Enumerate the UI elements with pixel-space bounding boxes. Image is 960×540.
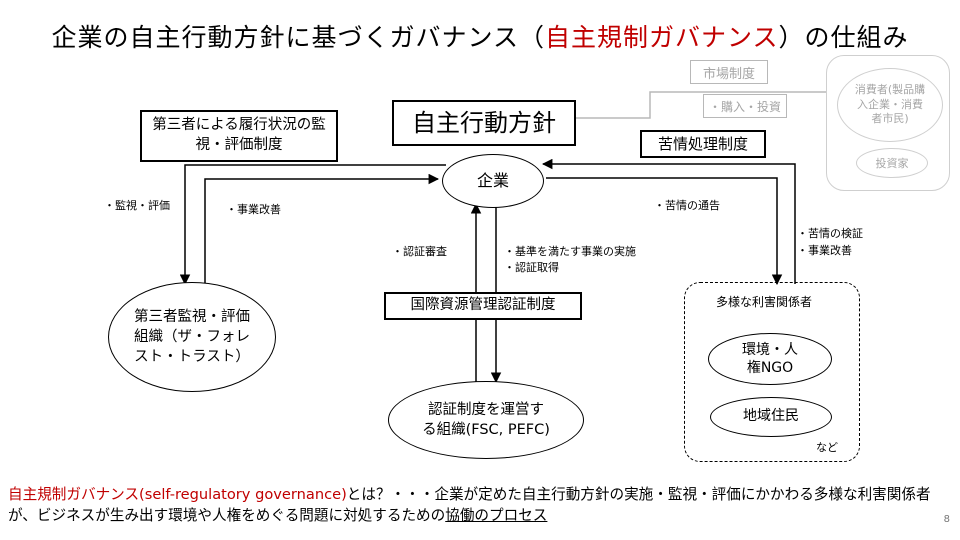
title-part1: 企業の自主行動方針に基づくガバナンス（ — [51, 23, 545, 52]
label-business-improve: ・事業改善 — [226, 203, 281, 216]
third-party-org-ellipse: 第三者監視・評価組織（ザ・フォレスト・トラスト） — [108, 282, 276, 392]
arrow-company-to-stakeholders — [546, 177, 783, 286]
definition-body: とは？・・・企業が定めた自主行動方針の実施・監視・評価にかかわる多様な利害関係者… — [8, 486, 931, 525]
label-cert-acquire: ・認証取得 — [504, 261, 559, 274]
arrow-stakeholders-to-company — [541, 158, 796, 284]
consumers-ellipse: 消費者(製品購入企業・消費者市民) — [837, 68, 943, 142]
third-party-monitoring-box: 第三者による履行状況の監視・評価制度 — [140, 110, 338, 162]
company-label: 企業 — [476, 170, 509, 190]
page-number: 8 — [943, 514, 950, 525]
label-standards: ・基準を満たす事業の実施 — [504, 245, 636, 258]
complaint-system-label: 苦情処理制度 — [657, 134, 748, 153]
definition-text: 自主規制ガバナンス(self-regulatory governance)とは？… — [8, 484, 938, 526]
third-party-org-label: 第三者監視・評価組織（ザ・フォレスト・トラスト） — [134, 308, 250, 366]
page-title: 企業の自主行動方針に基づくガバナンス（自主規制ガバナンス）の仕組み — [0, 18, 960, 54]
title-part2: ）の仕組み — [778, 23, 909, 52]
investors-label: 投資家 — [875, 157, 909, 170]
residents-ellipse: 地域住民 — [710, 397, 832, 437]
market-system-box: 市場制度 — [690, 60, 768, 84]
market-system-label: 市場制度 — [702, 66, 755, 82]
etc-label: など — [816, 441, 838, 454]
policy-label: 自主行動方針 — [412, 108, 556, 137]
ngo-label: 環境・人権NGO — [742, 341, 798, 376]
label-complaint-notice: ・苦情の通告 — [654, 199, 720, 212]
investors-ellipse: 投資家 — [856, 148, 928, 178]
definition-term: 自主規制ガバナンス(self-regulatory governance) — [8, 486, 347, 503]
certification-system-box: 国際資源管理認証制度 — [384, 292, 582, 320]
definition-emphasis: 協働のプロセス — [445, 507, 548, 525]
certification-system-label: 国際資源管理認証制度 — [410, 297, 556, 314]
label-complaint-verify: ・苦情の検証 — [797, 227, 863, 240]
label-monitor-eval: ・監視・評価 — [104, 199, 170, 212]
stakeholders-group — [684, 282, 860, 462]
label-cert-audit: ・認証審査 — [392, 245, 447, 258]
purchase-investment-label: ・購入・投資 — [708, 99, 781, 114]
purchase-investment-box: ・購入・投資 — [703, 94, 787, 118]
consumers-label: 消費者(製品購入企業・消費者市民) — [854, 82, 926, 126]
third-party-monitoring-label: 第三者による履行状況の監視・評価制度 — [152, 117, 326, 153]
stakeholders-title: 多様な利害関係者 — [716, 295, 813, 309]
ngo-ellipse: 環境・人権NGO — [708, 333, 832, 385]
arrow-third-party-to-company — [204, 173, 440, 284]
complaint-system-box: 苦情処理制度 — [640, 130, 766, 158]
residents-label: 地域住民 — [743, 408, 799, 425]
company-ellipse: 企業 — [442, 154, 544, 208]
cert-org-ellipse: 認証制度を運営する組織(FSC, PEFC) — [388, 381, 584, 459]
arrow-market-to-company — [560, 91, 826, 124]
arrow-company-to-third-party — [179, 164, 446, 286]
policy-box: 自主行動方針 — [392, 100, 576, 146]
consumer-investor-group — [826, 55, 950, 191]
cert-org-label: 認証制度を運営する組織(FSC, PEFC) — [422, 401, 550, 438]
title-highlight: 自主規制ガバナンス — [544, 23, 779, 52]
label-business-improve-2: ・事業改善 — [797, 244, 852, 257]
